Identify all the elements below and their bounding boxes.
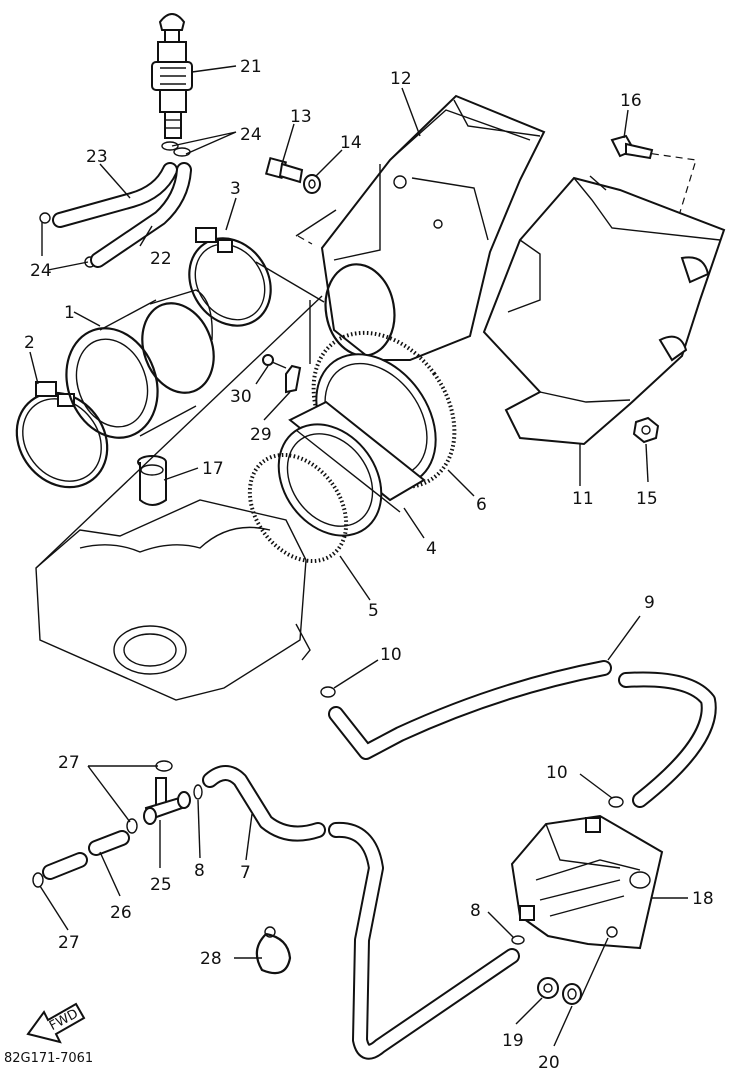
part-28-clip <box>255 926 292 975</box>
callout-16: 16 <box>620 91 642 111</box>
part-2-clamp <box>15 381 109 489</box>
part-13-bolt <box>264 156 304 184</box>
callout-22: 22 <box>150 249 172 269</box>
callout-28: 28 <box>200 949 222 969</box>
callout-14: 14 <box>340 133 362 153</box>
callout-numbers: 21 24 23 22 24 3 1 2 17 13 14 12 16 15 1… <box>24 57 714 1073</box>
callout-15: 15 <box>636 489 658 509</box>
part-25-t-joint <box>143 777 191 825</box>
part-26-hoses <box>42 830 130 880</box>
callout-12: 12 <box>390 69 412 89</box>
part-11-air-box-cover <box>482 175 726 446</box>
callout-9: 9 <box>644 593 655 613</box>
callout-30: 30 <box>230 387 252 407</box>
fwd-arrow: FWD <box>26 1002 86 1044</box>
callout-7: 7 <box>240 863 251 883</box>
callout-24-left: 24 <box>30 261 52 281</box>
callout-29: 29 <box>250 425 272 445</box>
part-29-bracket <box>285 364 302 394</box>
part-21-breather-valve <box>151 13 193 139</box>
callout-24-top: 24 <box>240 125 262 145</box>
callout-6: 6 <box>476 495 487 515</box>
part-30-screw <box>262 354 287 369</box>
callout-21: 21 <box>240 57 262 77</box>
part-7-hose <box>202 765 520 1060</box>
callout-5: 5 <box>368 601 379 621</box>
callout-26: 26 <box>110 903 132 923</box>
diagram-code: 82G171-7061 <box>4 1051 93 1066</box>
leader-lines <box>29 65 688 1047</box>
part-3-clamp <box>188 227 272 327</box>
callout-27-top: 27 <box>58 753 80 773</box>
callout-8-right: 8 <box>470 901 481 921</box>
part-27-clips <box>32 760 173 888</box>
part-8-clips <box>193 784 525 945</box>
callout-4: 4 <box>426 539 437 559</box>
callout-13: 13 <box>290 107 312 127</box>
part-20-washer <box>562 983 582 1005</box>
part-15-nut <box>632 416 660 444</box>
callout-10-lower: 10 <box>546 763 568 783</box>
callout-23: 23 <box>86 147 108 167</box>
part-9-hose <box>328 660 717 808</box>
callout-1: 1 <box>64 303 75 323</box>
callout-17: 17 <box>202 459 224 479</box>
callout-8-left: 8 <box>194 861 205 881</box>
part-4-air-box-joint <box>277 353 437 537</box>
callout-2: 2 <box>24 333 35 353</box>
engine-outline <box>35 499 311 701</box>
part-12-air-box-case <box>320 94 546 361</box>
callout-3: 3 <box>230 179 241 199</box>
part-6-gasket <box>311 330 457 490</box>
part-14-washer <box>303 174 321 194</box>
callout-25: 25 <box>150 875 172 895</box>
part-1-carb-joint <box>65 289 215 439</box>
callout-18: 18 <box>692 889 714 909</box>
part-17-drain-plug <box>137 455 167 506</box>
callout-20: 20 <box>538 1053 560 1073</box>
callout-10-upper: 10 <box>380 645 402 665</box>
callout-11: 11 <box>572 489 594 509</box>
callout-19: 19 <box>502 1031 524 1051</box>
part-16-screw <box>610 134 654 160</box>
part-19-bolt <box>537 977 559 999</box>
part-18-fuel-pump <box>510 814 664 950</box>
part-5-gasket <box>247 452 349 564</box>
callout-27-bottom: 27 <box>58 933 80 953</box>
part-23-22-breather-hoses <box>52 162 192 268</box>
part-10-clips <box>320 686 624 808</box>
